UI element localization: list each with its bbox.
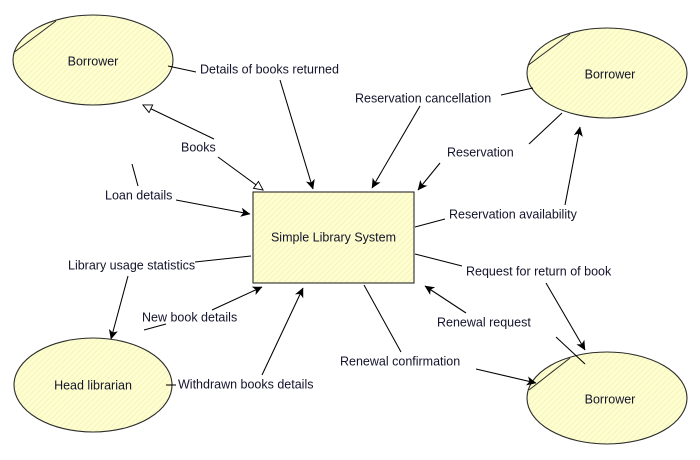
reservation-label: Reservation: [447, 145, 514, 159]
node-borrower-top-left[interactable]: Borrower: [12, 14, 174, 106]
flow-renewal-request[interactable]: Renewal request: [424, 285, 586, 365]
new-book-details-label: New book details: [142, 310, 237, 324]
request-for-return-of-book-line: [545, 282, 586, 351]
flow-books[interactable]: Books: [141, 104, 264, 191]
borrower-bottom-right-label: Borrower: [585, 392, 636, 406]
reservation-cancellation-line: [371, 105, 421, 189]
node-borrower-bottom-right[interactable]: Borrower: [526, 351, 688, 445]
node-simple-library-system[interactable]: Simple Library System: [252, 191, 415, 284]
renewal-confirmation-stub: [363, 284, 402, 353]
loan-details-line: [175, 199, 251, 217]
reservation-line: [417, 162, 441, 191]
details-of-books-returned-stub: [167, 65, 197, 73]
books-line-upper: [141, 104, 215, 140]
new-book-details-line: [211, 286, 263, 311]
books-label: Books: [181, 140, 216, 154]
flow-withdrawn-books-details[interactable]: Withdrawn books details: [166, 287, 313, 391]
node-borrower-top-right[interactable]: Borrower: [526, 27, 688, 119]
borrower-top-left-ellipse: [12, 14, 174, 106]
request-for-return-of-book-label: Request for return of book: [466, 264, 612, 278]
flow-details-of-books-returned[interactable]: Details of books returned: [167, 62, 339, 190]
reservation-stub: [528, 112, 563, 145]
borrower-top-left-chord-icon: [14, 20, 57, 53]
head-librarian-label: Head librarian: [54, 378, 132, 392]
reservation-availability-label: Reservation availability: [449, 207, 578, 221]
renewal-confirmation-line: [475, 368, 537, 386]
loan-details-label: Loan details: [105, 188, 172, 202]
reservation-cancellation-label: Reservation cancellation: [355, 91, 491, 105]
renewal-request-label: Renewal request: [437, 315, 531, 329]
details-of-books-returned-label: Details of books returned: [200, 62, 339, 76]
flow-reservation-cancellation[interactable]: Reservation cancellation: [355, 87, 534, 189]
borrower-top-left-label: Borrower: [68, 54, 119, 68]
simple-library-system-box: [252, 191, 415, 284]
borrower-top-right-label: Borrower: [585, 67, 636, 81]
reservation-availability-stub: [414, 218, 446, 228]
renewal-request-line: [424, 285, 467, 314]
flow-new-book-details[interactable]: New book details: [142, 286, 263, 331]
flow-library-usage-statistics[interactable]: Library usage statistics: [68, 255, 252, 340]
borrower-top-right-chord-icon: [528, 33, 571, 66]
library-usage-statistics-line: [108, 275, 129, 340]
withdrawn-books-details-line: [261, 287, 304, 376]
library-usage-statistics-label: Library usage statistics: [68, 258, 195, 272]
withdrawn-books-details-label: Withdrawn books details: [178, 377, 313, 391]
new-book-details-stub: [143, 323, 167, 331]
flow-renewal-confirmation[interactable]: Renewal confirmation: [340, 284, 537, 386]
borrower-bottom-right-ellipse: [526, 351, 688, 445]
books-line-lower: [217, 156, 264, 191]
reservation-availability-line: [564, 126, 583, 206]
borrower-top-right-ellipse: [526, 27, 688, 119]
renewal-confirmation-label: Renewal confirmation: [340, 354, 460, 368]
flow-reservation-availability[interactable]: Reservation availability: [414, 126, 583, 228]
reservation-cancellation-stub: [500, 87, 534, 96]
renewal-request-stub: [555, 336, 586, 365]
library-usage-statistics-stub: [194, 255, 252, 263]
details-of-books-returned-line: [279, 79, 315, 190]
loan-details-stub: [131, 163, 139, 187]
flow-request-for-return-of-book[interactable]: Request for return of book: [414, 253, 612, 351]
request-for-return-of-book-stub: [414, 253, 463, 267]
simple-library-system-label: Simple Library System: [271, 230, 396, 244]
node-head-librarian[interactable]: Head librarian: [13, 337, 173, 433]
flow-loan-details[interactable]: Loan details: [105, 163, 251, 217]
flow-reservation[interactable]: Reservation: [417, 112, 563, 191]
